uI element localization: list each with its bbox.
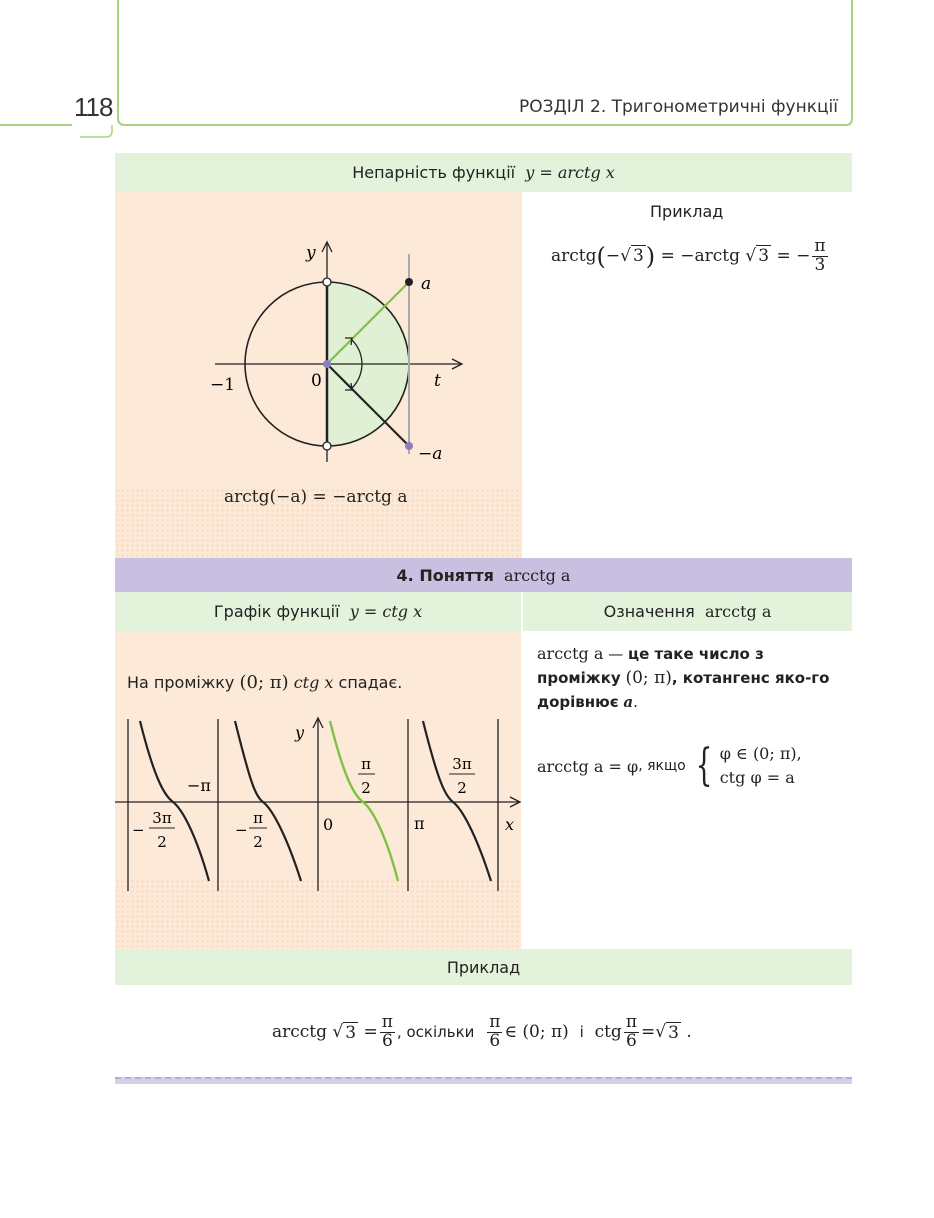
ctg-label-minus-sign-1: −: [235, 821, 248, 839]
ctg-label-m3pi2-num: 3π: [152, 809, 172, 827]
point-minus-a: [405, 442, 413, 450]
label-a: a: [421, 274, 431, 294]
ctg-label-minus-sign-2: −: [132, 821, 145, 839]
ctg-label-pi2-den: 2: [361, 779, 371, 797]
concept-title-formula: arcctg a: [504, 565, 571, 585]
ctg-label-mpi2-num: π: [253, 809, 263, 827]
label-minus-one: −1: [210, 375, 235, 395]
origin-point: [323, 360, 331, 368]
concept-section-header: 4. Поняття arcctg a: [115, 558, 852, 592]
ctg-graph-panel: y x 0 π −π π 2 3π 2 − π 2 − 3π 2: [115, 631, 521, 949]
page-number: 118: [74, 92, 113, 122]
ctg-label-mpi2-den: 2: [253, 833, 263, 851]
unit-circle-diagram: y t a −a −1 0: [210, 240, 464, 464]
odd-diagram-panel: y t a −a −1 0 arctg(−a) = −arctg a: [115, 192, 522, 558]
point-a: [405, 278, 413, 286]
definition-text: arcctg a — це таке число з проміжку (0; …: [537, 644, 830, 711]
label-zero: 0: [311, 371, 322, 391]
odd-example-title: Приклад: [650, 202, 724, 221]
running-head: РОЗДІЛ 2. Тригонометричні функції: [518, 97, 838, 117]
bottom-decorative-line: [115, 1077, 852, 1084]
ctg-label-y: y: [294, 723, 305, 742]
column-divider: [521, 592, 523, 949]
ctg-label-m3pi2-den: 2: [157, 833, 167, 851]
ctg-branch-4: [421, 720, 493, 882]
ctg-label-zero: 0: [323, 815, 333, 834]
definition-system: arcctg a = φ , якщо { φ ∈ (0; π), ctg φ …: [537, 740, 802, 791]
ctg-label-pi2-num: π: [361, 755, 371, 773]
ctg-branch-1: [138, 720, 211, 882]
ray-a: [326, 281, 410, 365]
bottom-example-header: Приклад: [115, 949, 852, 985]
ctg-label-3pi2-num: 3π: [452, 755, 472, 773]
ctg-label-pi: π: [414, 814, 425, 833]
definition-header: Означення arcctg a: [523, 592, 852, 631]
ctg-label-minus-pi: −π: [187, 776, 211, 795]
ray-minus-a: [326, 363, 410, 447]
label-y: y: [305, 243, 316, 263]
ctg-label-3pi2-den: 2: [457, 779, 467, 797]
label-minus-a: −a: [418, 444, 442, 464]
graph-header: Графік функції y = ctg x: [115, 592, 521, 631]
ctg-graph: y x 0 π −π π 2 3π 2 − π 2 − 3π 2: [115, 716, 521, 891]
ctg-branch-2: [233, 720, 303, 882]
odd-header-text: Непарність функції: [352, 163, 516, 182]
angle-arc: [350, 338, 363, 390]
label-t: t: [434, 371, 441, 391]
concept-title: 4. Поняття: [396, 565, 494, 585]
decreasing-text: На проміжку (0; π) ctg x спадає.: [127, 672, 403, 693]
ctg-branch-main: [328, 720, 400, 882]
odd-header-formula: y = arctg x: [525, 163, 615, 182]
odd-identity: arctg(−a) = −arctg a: [224, 487, 408, 507]
odd-section-header: Непарність функції y = arctg x: [115, 153, 852, 192]
ctg-label-x: x: [505, 815, 514, 834]
